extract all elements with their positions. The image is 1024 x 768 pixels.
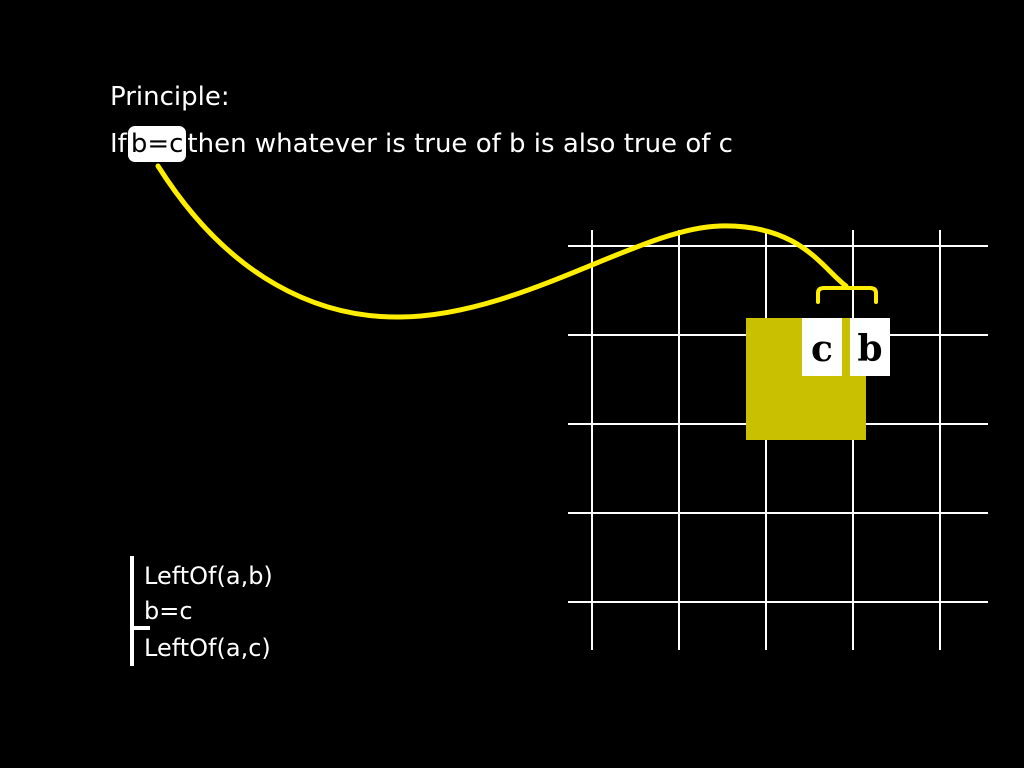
identity-highlight: b=c xyxy=(127,126,187,162)
connector-curve xyxy=(155,163,849,320)
label-b: b xyxy=(850,318,890,376)
principle-title: Principle: xyxy=(110,82,230,112)
proof-bar xyxy=(130,556,134,666)
conclusion: LeftOf(a,c) xyxy=(144,634,271,662)
proof-separator xyxy=(130,626,150,630)
principle-prefix: If xyxy=(110,129,127,159)
label-c: c xyxy=(802,318,842,376)
premise-2: b=c xyxy=(144,597,193,625)
label-bracket xyxy=(816,286,878,304)
premise-1: LeftOf(a,b) xyxy=(144,562,273,590)
principle-suffix: then whatever is true of b is also true … xyxy=(187,129,733,159)
